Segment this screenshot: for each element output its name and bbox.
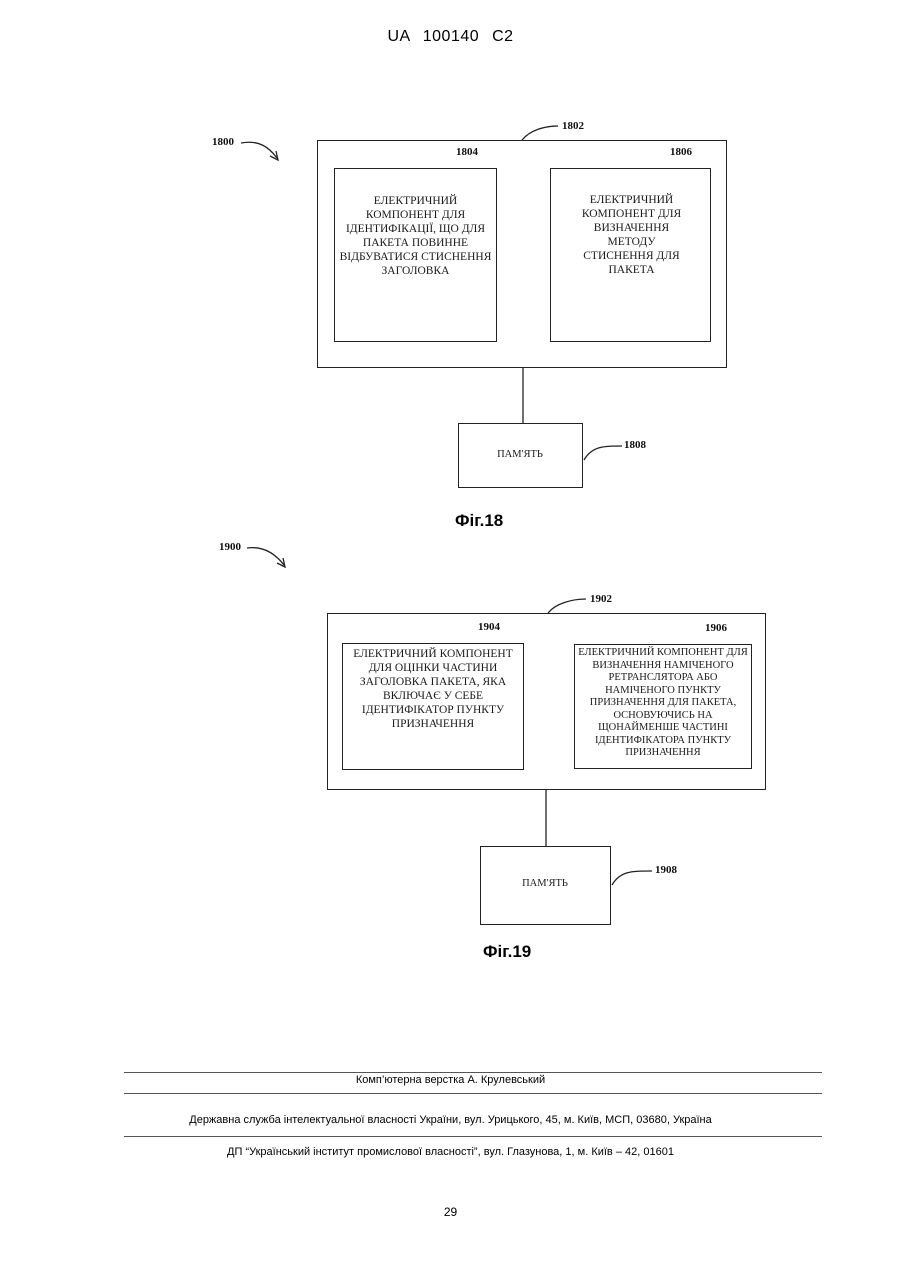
fig18-right-box-text: ЕЛЕКТРИЧНИЙ КОМПОНЕНТ ДЛЯ ВИЗНАЧЕННЯ МЕТ… xyxy=(573,193,690,277)
fig18-memory-ref: 1808 xyxy=(624,439,646,451)
fig18-outer-ref: 1802 xyxy=(562,120,584,132)
fig19-caption: Фіг.19 xyxy=(483,942,531,962)
fig19-outer-ref: 1902 xyxy=(590,593,612,605)
fig18-right-ref: 1806 xyxy=(670,146,692,158)
fig18-memory-leader xyxy=(584,446,622,460)
fig19-right-box-text: ЕЛЕКТРИЧНИЙ КОМПОНЕНТ ДЛЯ ВИЗНАЧЕННЯ НАМ… xyxy=(577,647,749,760)
fig19-left-ref: 1904 xyxy=(478,621,500,633)
fig18-memory-text: ПАМ'ЯТЬ xyxy=(459,448,581,462)
fig18-system-arrowhead xyxy=(270,151,278,160)
fig19-left-box-text: ЕЛЕКТРИЧНИЙ КОМПОНЕНТ ДЛЯ ОЦІНКИ ЧАСТИНИ… xyxy=(345,647,521,731)
fig18-system-ref: 1800 xyxy=(212,136,234,148)
fig18-left-box-text: ЕЛЕКТРИЧНИЙ КОМПОНЕНТ ДЛЯ ІДЕНТИФІКАЦІЇ,… xyxy=(337,194,494,278)
footer-layout-credit: Комп’ютерна верстка А. Крулевський xyxy=(0,1074,901,1086)
footer-divider-1 xyxy=(124,1072,822,1073)
footer-agency: Державна служба інтелектуальної власност… xyxy=(0,1114,901,1126)
fig19-system-ref: 1900 xyxy=(219,541,241,553)
fig19-left-box: ЕЛЕКТРИЧНИЙ КОМПОНЕНТ ДЛЯ ОЦІНКИ ЧАСТИНИ… xyxy=(342,643,524,770)
fig18-left-box: ЕЛЕКТРИЧНИЙ КОМПОНЕНТ ДЛЯ ІДЕНТИФІКАЦІЇ,… xyxy=(334,168,497,342)
fig18-right-box: ЕЛЕКТРИЧНИЙ КОМПОНЕНТ ДЛЯ ВИЗНАЧЕННЯ МЕТ… xyxy=(550,168,711,342)
fig18-caption: Фіг.18 xyxy=(455,511,503,531)
fig18-left-ref: 1804 xyxy=(456,146,478,158)
fig19-memory-leader xyxy=(612,871,652,885)
page-number: 29 xyxy=(0,1205,901,1219)
fig19-system-arrowhead xyxy=(277,558,285,567)
footer-divider-3 xyxy=(124,1136,822,1137)
fig19-memory-box: ПАМ'ЯТЬ xyxy=(480,846,611,925)
fig19-memory-text: ПАМ'ЯТЬ xyxy=(481,877,609,891)
fig18-outer-leader xyxy=(522,126,558,140)
fig18-system-leader xyxy=(241,142,277,158)
fig19-outer-leader xyxy=(548,599,586,613)
patent-number-header: UA 100140 C2 xyxy=(0,28,901,46)
fig19-right-box: ЕЛЕКТРИЧНИЙ КОМПОНЕНТ ДЛЯ ВИЗНАЧЕННЯ НАМ… xyxy=(574,644,752,769)
footer-divider-2 xyxy=(124,1093,822,1094)
footer-institute: ДП “Український інститут промислової вла… xyxy=(0,1146,901,1158)
fig19-system-leader xyxy=(247,548,284,565)
fig19-right-ref: 1906 xyxy=(705,622,727,634)
fig19-memory-ref: 1908 xyxy=(655,864,677,876)
fig18-memory-box: ПАМ'ЯТЬ xyxy=(458,423,583,488)
